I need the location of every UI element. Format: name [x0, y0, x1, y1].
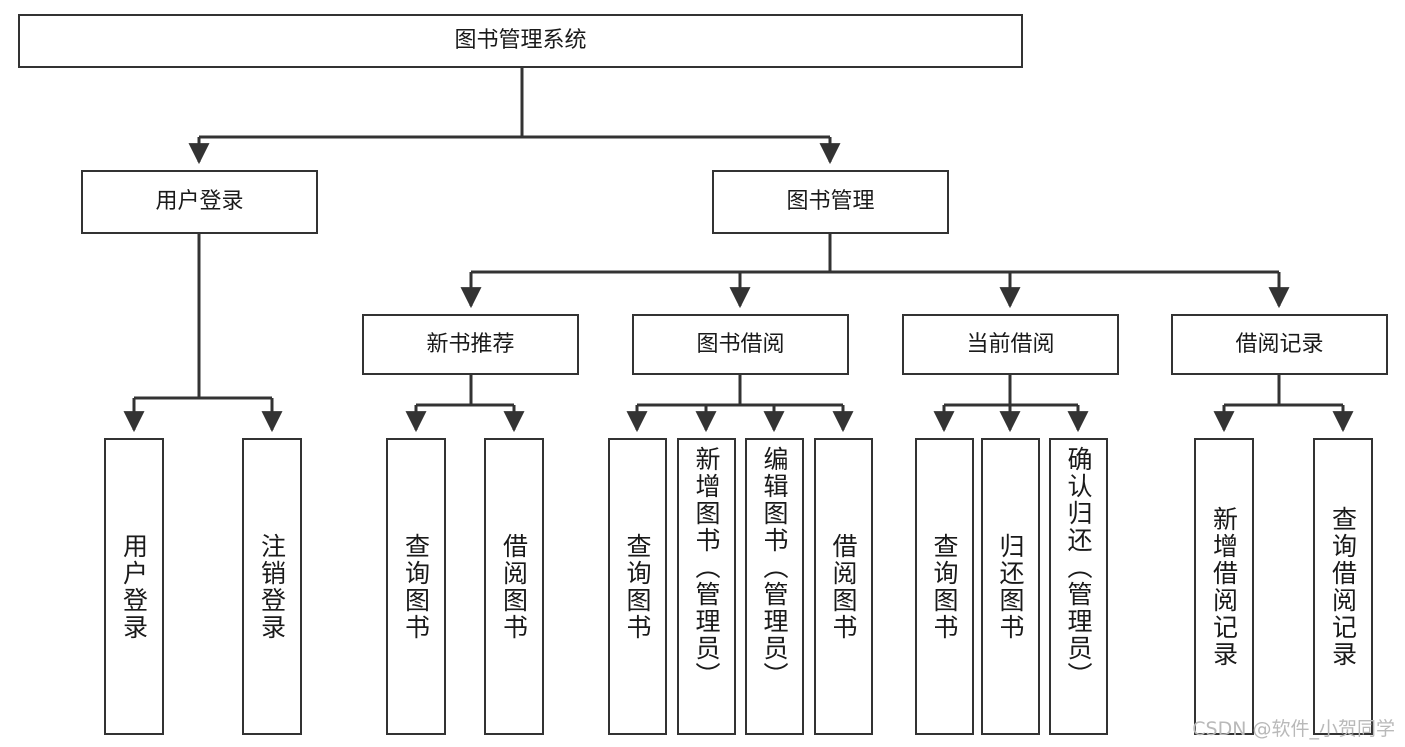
node-new-book-recommend[interactable]: 新书推荐	[362, 314, 579, 375]
node-leaf-query-book-bb[interactable]: 查询图书	[608, 438, 667, 735]
node-leaf-logout[interactable]: 注销登录	[242, 438, 302, 735]
node-root[interactable]: 图书管理系统	[18, 14, 1023, 68]
node-book-manage[interactable]: 图书管理	[712, 170, 949, 234]
node-leaf-confirm-return-label: 确认归还（管理员）	[1064, 446, 1093, 689]
node-leaf-query-book-bb-label: 查询图书	[623, 532, 652, 641]
node-borrow-record[interactable]: 借阅记录	[1171, 314, 1388, 375]
node-leaf-query-book-cb-label: 查询图书	[930, 532, 959, 641]
node-leaf-query-record[interactable]: 查询借阅记录	[1313, 438, 1373, 735]
node-leaf-return-book[interactable]: 归还图书	[981, 438, 1040, 735]
watermark-text: CSDN @软件_小贺同学	[1192, 718, 1395, 740]
node-root-label: 图书管理系统	[454, 28, 587, 54]
node-user-login[interactable]: 用户登录	[81, 170, 318, 234]
node-book-manage-label: 图书管理	[786, 189, 875, 215]
node-leaf-query-book-cb[interactable]: 查询图书	[915, 438, 974, 735]
node-leaf-query-book-rec-label: 查询图书	[401, 532, 431, 641]
node-new-book-recommend-label: 新书推荐	[426, 331, 515, 357]
node-borrow-record-label: 借阅记录	[1235, 331, 1324, 357]
node-leaf-add-book[interactable]: 新增图书（管理员）	[677, 438, 736, 735]
node-leaf-borrow-book-rec-label: 借阅图书	[499, 532, 529, 641]
node-leaf-add-record-label: 新增借阅记录	[1209, 505, 1239, 668]
node-leaf-add-record[interactable]: 新增借阅记录	[1194, 438, 1254, 735]
node-leaf-return-book-label: 归还图书	[996, 532, 1025, 641]
node-book-borrow[interactable]: 图书借阅	[632, 314, 849, 375]
node-leaf-query-book-rec[interactable]: 查询图书	[386, 438, 446, 735]
node-current-borrow[interactable]: 当前借阅	[902, 314, 1119, 375]
node-leaf-borrow-book-bb-label: 借阅图书	[829, 532, 858, 641]
node-leaf-borrow-book-bb[interactable]: 借阅图书	[814, 438, 873, 735]
node-user-login-label: 用户登录	[155, 189, 244, 215]
node-leaf-logout-label: 注销登录	[257, 532, 287, 641]
node-leaf-query-record-label: 查询借阅记录	[1328, 505, 1358, 668]
node-leaf-edit-book-label: 编辑图书（管理员）	[760, 446, 789, 689]
node-leaf-add-book-label: 新增图书（管理员）	[692, 446, 721, 689]
node-current-borrow-label: 当前借阅	[966, 331, 1055, 357]
node-leaf-user-login-label: 用户登录	[119, 532, 149, 641]
node-book-borrow-label: 图书借阅	[696, 331, 785, 357]
node-leaf-confirm-return[interactable]: 确认归还（管理员）	[1049, 438, 1108, 735]
node-leaf-edit-book[interactable]: 编辑图书（管理员）	[745, 438, 804, 735]
node-leaf-borrow-book-rec[interactable]: 借阅图书	[484, 438, 544, 735]
node-leaf-user-login[interactable]: 用户登录	[104, 438, 164, 735]
